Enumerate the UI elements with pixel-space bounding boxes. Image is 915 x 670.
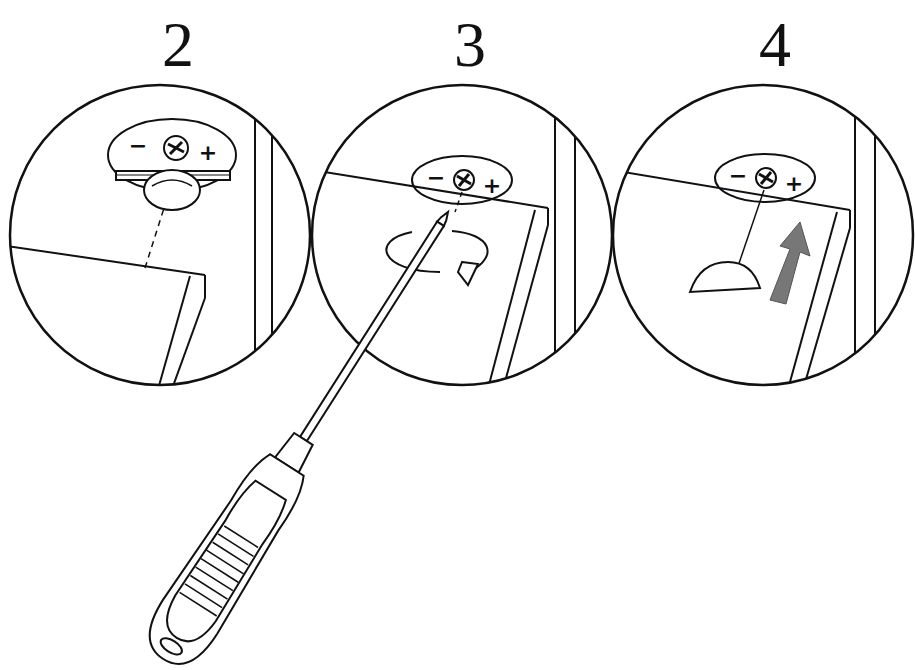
detail-view-2 (0, 60, 310, 400)
direction-sign: − (729, 165, 747, 187)
step-number: 3 (454, 13, 486, 77)
screwdriver (136, 195, 475, 670)
direction-sign: − (427, 167, 445, 189)
detail-view-4 (600, 60, 913, 400)
direction-sign: + (199, 142, 217, 164)
direction-sign: + (483, 175, 501, 197)
direction-sign: + (785, 173, 803, 195)
direction-sign: − (129, 135, 147, 157)
step-number: 4 (759, 13, 791, 77)
detail-view-3 (300, 60, 612, 400)
step-number: 2 (162, 13, 194, 77)
